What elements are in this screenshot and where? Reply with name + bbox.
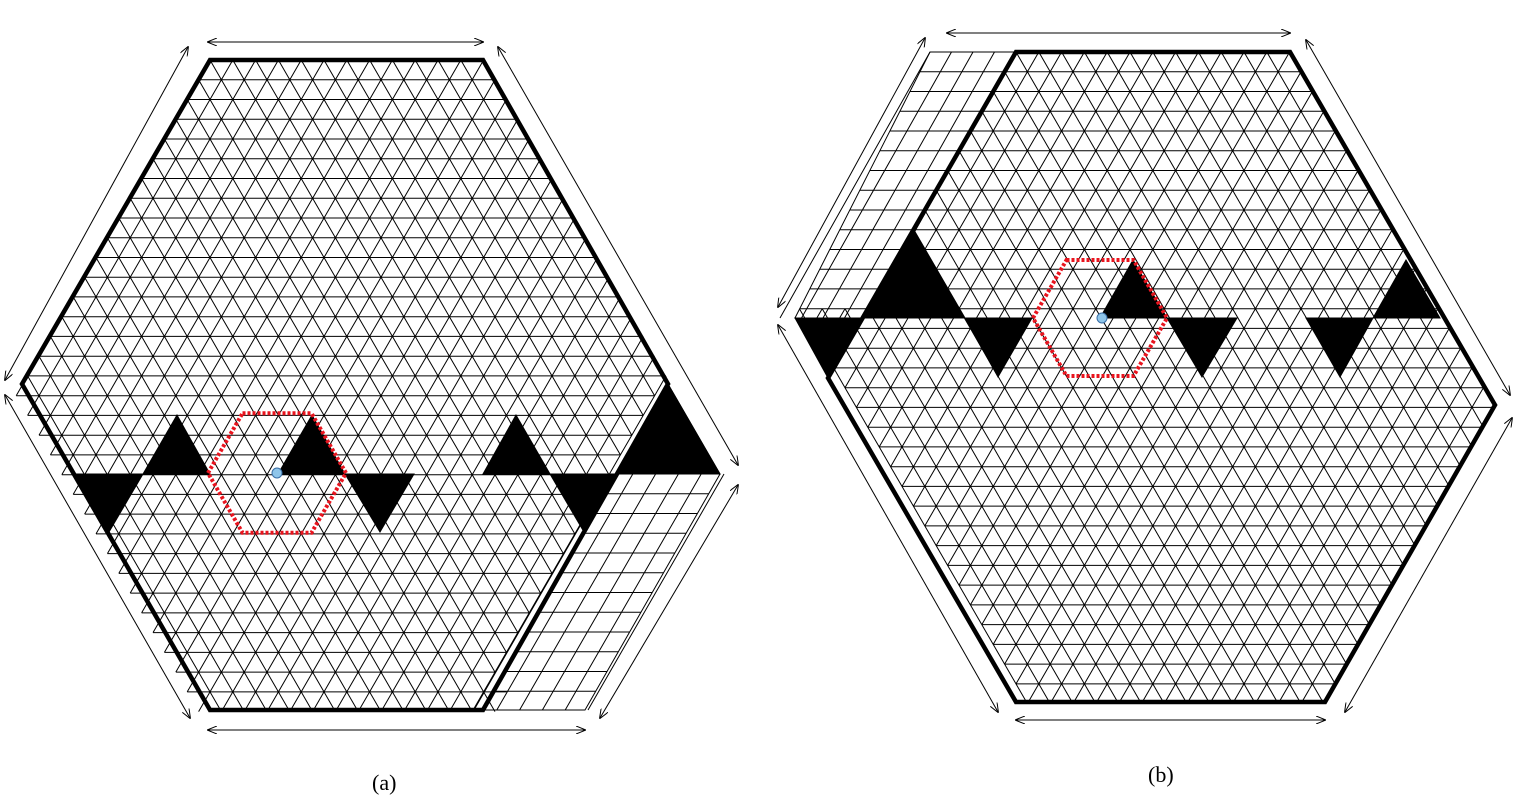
removed-triangle [344,473,415,533]
double-arrow [778,325,998,712]
removed-triangle [1166,317,1238,378]
removed-triangle [277,413,346,475]
double-arrow [5,395,190,718]
dotted-hexagon [1030,257,1170,379]
removed-triangle [74,473,144,533]
caption-a: (a) [372,770,397,795]
lattice-grid [15,59,667,712]
dotted-hexagon [205,411,349,535]
double-arrow [1306,40,1510,395]
side-arrows [5,42,738,730]
center-marker [271,467,283,479]
panel-a [5,42,738,730]
panel-b [778,33,1512,720]
lattice-grid [798,51,1496,704]
double-arrow [5,47,188,380]
dotted-hexagon-outline [205,411,349,535]
lattice-lines [15,59,667,712]
removed-triangle [549,473,619,533]
double-arrow [1345,418,1512,712]
side-arrows [778,33,1512,720]
caption-b: (b) [1148,762,1174,787]
hexagon-outline [19,57,671,713]
removed-triangle [482,413,551,475]
center-marker [1096,312,1108,324]
removed-triangle [142,413,211,475]
removed-triangles [794,229,1441,380]
lattice-lines [798,51,1496,704]
double-arrow [778,38,925,307]
hexagon-boundary [19,57,671,713]
removed-triangle [861,229,966,319]
double-arrow [600,485,738,718]
dotted-hexagon-outline [1030,257,1170,379]
double-arrow [498,47,738,465]
